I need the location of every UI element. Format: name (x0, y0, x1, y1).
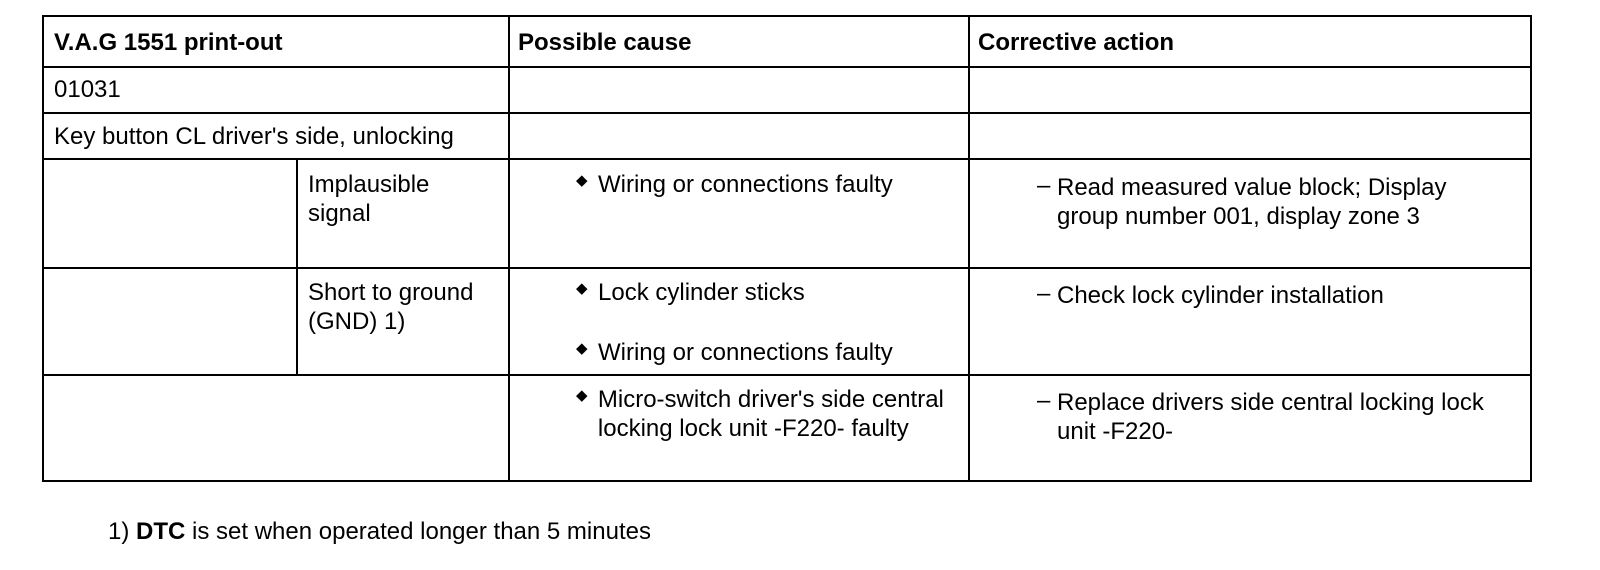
dash-icon: – (1037, 280, 1051, 307)
row-divider (44, 112, 1530, 114)
action-item: – Read measured value block; Display gro… (1037, 173, 1527, 231)
bullet-icon: ◆ (576, 172, 588, 189)
cause-item: ◆ Wiring or connections faulty (576, 170, 956, 199)
action-item: – Replace drivers side central locking l… (1037, 388, 1527, 446)
symptom-short-to-ground: Short to ground (GND) 1) (308, 279, 474, 335)
footnote-text: is set when operated longer than 5 minut… (192, 518, 651, 545)
header-printout: V.A.G 1551 print-out (54, 29, 283, 56)
action-text: Check lock cylinder installation (1057, 282, 1384, 309)
dash-icon: – (1037, 172, 1051, 199)
action-item: – Check lock cylinder installation (1037, 281, 1527, 310)
action-text: Replace drivers side central locking loc… (1057, 389, 1484, 445)
column-divider (508, 17, 510, 482)
footnote-lead: DTC (136, 518, 186, 545)
cause-text: Lock cylinder sticks (598, 279, 805, 306)
symptom-implausible-signal: Implausible signal (308, 171, 430, 227)
fault-code: 01031 (54, 76, 121, 103)
action-text: Read measured value block; Display group… (1057, 174, 1447, 230)
cause-item: ◆ Micro-switch driver's side central loc… (576, 385, 956, 443)
header-possible-cause: Possible cause (518, 29, 692, 56)
footnote-marker: 1) (108, 518, 130, 545)
column-divider (968, 17, 970, 482)
bullet-icon: ◆ (576, 280, 588, 297)
fault-name: Key button CL driver's side, unlocking (54, 123, 454, 150)
footnote: 1) DTC is set when operated longer than … (108, 517, 651, 546)
row-divider (44, 158, 1530, 160)
symptom-column-divider (296, 158, 298, 374)
cause-text: Wiring or connections faulty (598, 171, 893, 198)
header-corrective-action: Corrective action (978, 29, 1175, 56)
row-divider (44, 374, 1530, 376)
cause-item: ◆ Lock cylinder sticks (576, 278, 956, 307)
row-divider (44, 267, 1530, 269)
dtc-table: V.A.G 1551 print-out Possible cause Corr… (42, 15, 1532, 482)
cause-item: ◆ Wiring or connections faulty (576, 338, 956, 367)
dash-icon: – (1037, 387, 1051, 414)
row-divider (44, 66, 1530, 68)
bullet-icon: ◆ (576, 387, 588, 404)
cause-text: Wiring or connections faulty (598, 339, 893, 366)
cause-text: Micro-switch driver's side central locki… (597, 386, 944, 442)
bullet-icon: ◆ (576, 340, 588, 357)
